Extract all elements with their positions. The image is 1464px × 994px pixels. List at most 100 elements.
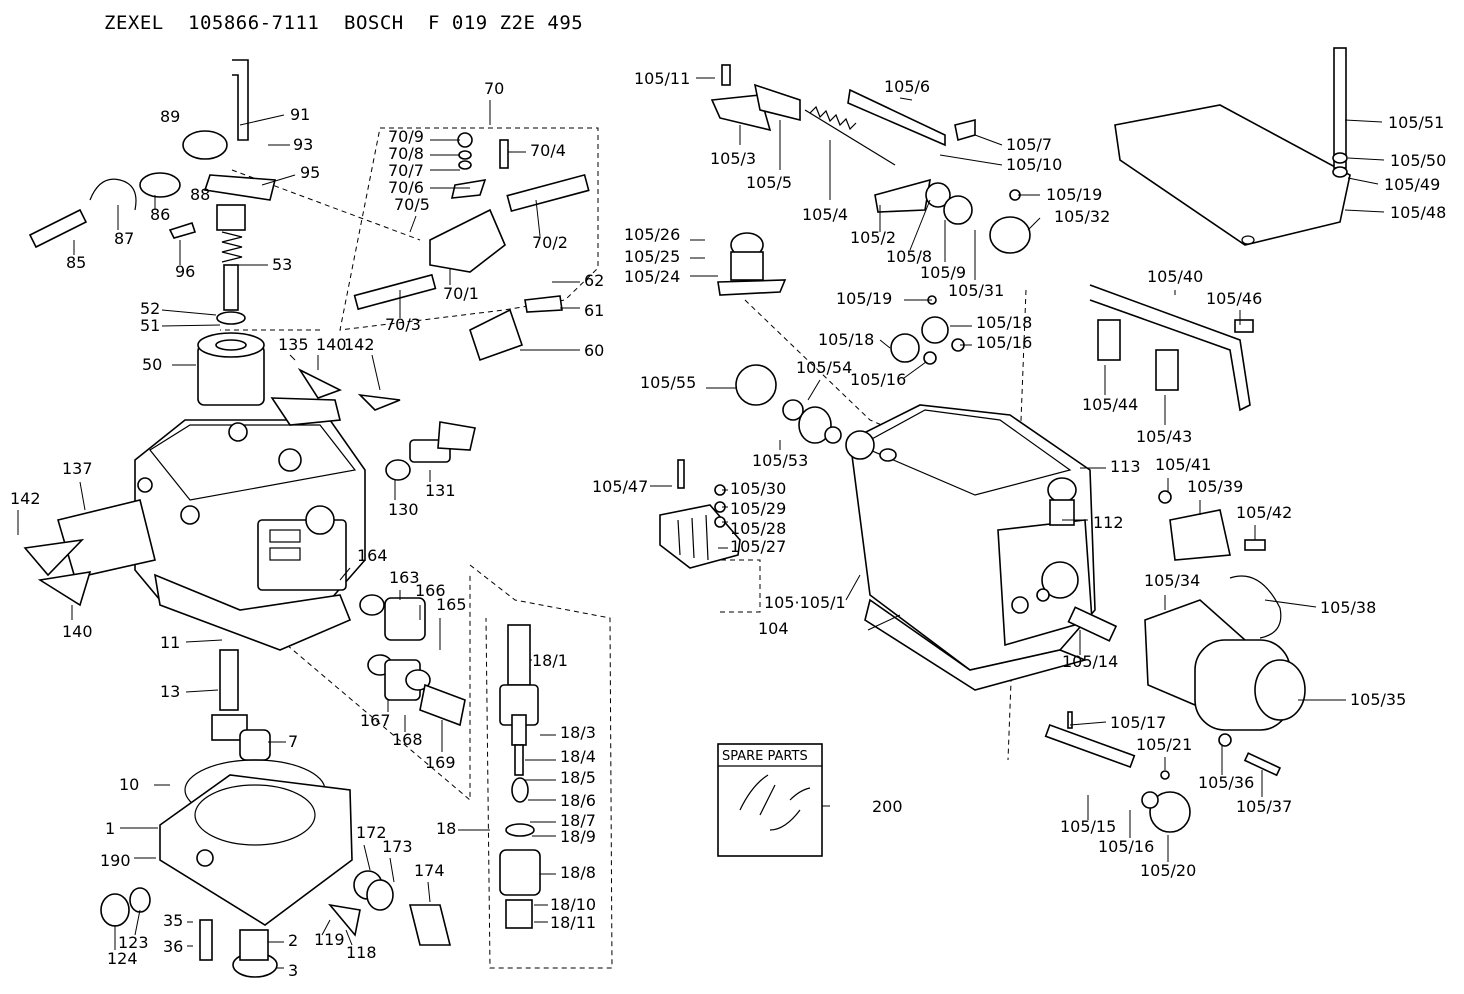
part-callout-label: 113 (1110, 457, 1141, 476)
part-callout-label: 167 (360, 711, 391, 730)
part-callout-label: 105/36 (1198, 773, 1254, 792)
part-callout-label: 11 (160, 633, 180, 652)
pump-housing (134, 419, 366, 651)
part-callout-label: 137 (62, 459, 93, 478)
part-callout-label: 105/28 (730, 519, 786, 538)
part-callout-label: 112 (1093, 513, 1124, 532)
part-callout-label: 70/9 (388, 127, 424, 146)
part-callout-label: 119 (314, 930, 345, 949)
part-callout-label: 18/1 (532, 651, 568, 670)
part-callout-label: 18/8 (560, 863, 596, 882)
part-callout-label: 105/35 (1350, 690, 1406, 709)
callout-leader-line (939, 154, 1003, 166)
header-brand-zexel: ZEXEL (104, 12, 164, 34)
part-callout-label: 168 (392, 730, 423, 749)
part-callout-label: 163 (389, 568, 420, 587)
part-callout-label: 105/5 (746, 173, 792, 192)
part-callout-label: 105/14 (1062, 652, 1118, 671)
part-callout-label: 105/9 (920, 263, 966, 282)
part-callout-label: 105/54 (796, 358, 852, 377)
part-callout-label: 105/49 (1384, 175, 1440, 194)
part-callout-label: 1 (105, 819, 115, 838)
plunger-assembly-18 (499, 624, 541, 929)
part-callout-label: 105/32 (1054, 207, 1110, 226)
part-callout-label: 123 (118, 933, 149, 952)
part-callout-label: 2 (288, 931, 298, 950)
header-brand-bosch: BOSCH (344, 12, 404, 34)
part-callout-label: 105/30 (730, 479, 786, 498)
part-callout-label: 105/6 (884, 77, 930, 96)
part-callout-label: 105/37 (1236, 797, 1292, 816)
part-callout-label: 87 (114, 229, 134, 248)
spare-parts-box (717, 743, 830, 857)
side-fittings (359, 594, 466, 727)
spare-parts-box-title: SPARE PARTS (722, 749, 808, 764)
part-callout-label: 173 (382, 837, 413, 856)
callout-leader-line (1344, 119, 1383, 123)
callout-leader-line (339, 567, 351, 581)
pump-base-assembly (100, 649, 452, 978)
part-callout-label: 18/9 (560, 827, 596, 846)
part-callout-label: 10 (119, 775, 139, 794)
part-callout-label: 105/40 (1147, 267, 1203, 286)
part-callout-label: 130 (388, 500, 419, 519)
callout-leader-line (909, 199, 931, 251)
part-callout-label: 13 (160, 682, 180, 701)
callout-leader-line (261, 174, 296, 186)
part-callout-label: 50 (142, 355, 162, 374)
callout-leader-line (427, 881, 431, 903)
header-part-number-zexel: 105866-7111 (188, 12, 320, 34)
part-callout-label: 70/6 (388, 178, 424, 197)
lever-assembly (28, 59, 277, 325)
part-callout-label: 140 (62, 622, 93, 641)
part-callout-label: 70/5 (394, 195, 430, 214)
callout-leader-line (185, 639, 223, 643)
part-callout-label: 18/11 (550, 913, 596, 932)
part-callout-label: 51 (140, 316, 160, 335)
part-callout-label: 105/10 (1006, 155, 1062, 174)
governor-gear-parts (717, 232, 965, 460)
part-callout-label: 105/18 (976, 313, 1032, 332)
callout-leader-line (371, 354, 381, 391)
callout-leader-line (79, 481, 86, 511)
callout-leader-line (321, 919, 331, 936)
part-callout-label: 104 (758, 619, 789, 638)
part-callout-label: 105/26 (624, 225, 680, 244)
diagram-linework (23, 47, 1351, 978)
part-callout-label: 105/2 (850, 228, 896, 247)
callout-leader-line (845, 574, 861, 601)
callout-leader-line (535, 199, 541, 237)
part-callout-label: 70/1 (443, 284, 479, 303)
part-callout-label: 105/7 (1006, 135, 1052, 154)
part-callout-label: 105/34 (1144, 571, 1200, 590)
part-callout-label: 124 (107, 949, 138, 968)
part-callout-label: 105/21 (1136, 735, 1192, 754)
callout-leader-line (1027, 217, 1041, 231)
part-callout-label: 89 (160, 107, 180, 126)
part-callout-label: 52 (140, 299, 160, 318)
callout-leader-line (389, 857, 395, 883)
part-callout-label: 105/4 (802, 205, 848, 224)
part-callout-label: 135 (278, 335, 309, 354)
part-callout-label: 174 (414, 861, 445, 880)
part-callout-label: 18/3 (560, 723, 596, 742)
part-callout-label: 93 (293, 135, 313, 154)
part-callout-label: 96 (175, 262, 195, 281)
part-callout-label: 105/46 (1206, 289, 1262, 308)
part-callout-label: 105/48 (1390, 203, 1446, 222)
part-callout-label: 105/15 (1060, 817, 1116, 836)
part-callout-label: 105/47 (592, 477, 648, 496)
part-callout-label: 62 (584, 271, 604, 290)
governor-housing-105 (849, 404, 1118, 691)
part-callout-label: 18 (436, 819, 456, 838)
part-callout-label: 164 (357, 546, 388, 565)
part-callout-label: 53 (272, 255, 292, 274)
part-callout-label: 105/8 (886, 247, 932, 266)
part-callout-label: 85 (66, 253, 86, 272)
part-callout-label: 105/16 (850, 370, 906, 389)
part-callout-label: 105·105/1 (764, 593, 846, 612)
part-callout-label: 105/29 (730, 499, 786, 518)
governor-cover (197, 332, 265, 406)
part-callout-label: 105/24 (624, 267, 680, 286)
part-callout-label: 18/7 (560, 811, 596, 830)
